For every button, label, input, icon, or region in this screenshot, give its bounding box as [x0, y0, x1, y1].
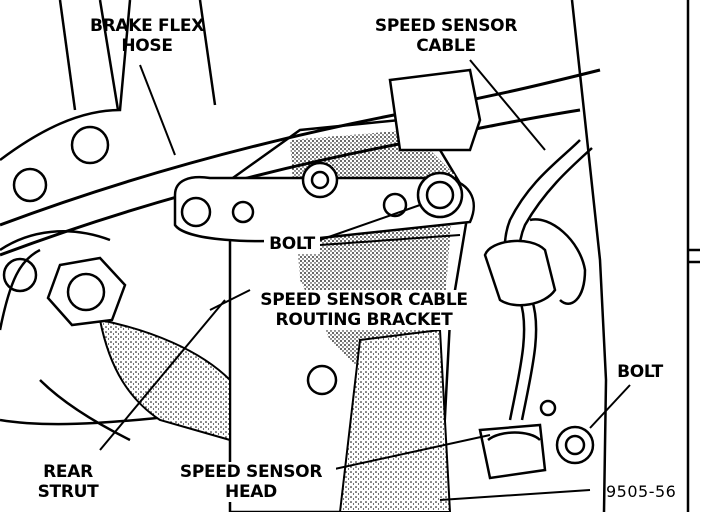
brake-flex-hose-label: BRAKE FLEX HOSE	[89, 16, 205, 56]
rear-strut-label: REAR STRUT	[20, 462, 116, 502]
routing-bracket-label: SPEED SENSOR CABLE ROUTING BRACKET	[254, 290, 474, 330]
leader-lines	[99, 59, 631, 501]
housing-edge	[570, 0, 700, 513]
figure-id: 9505-56	[606, 482, 677, 501]
bolt-right-label: BOLT	[617, 362, 663, 382]
brake-flex-hose	[0, 68, 601, 257]
bolts	[46, 161, 595, 465]
routing-bracket	[173, 176, 475, 243]
speed-sensor-cable	[388, 68, 593, 480]
hub-assembly	[0, 0, 231, 442]
speed-sensor-head-label: SPEED SENSOR HEAD	[166, 462, 336, 502]
speed-sensor-cable-label: SPEED SENSOR CABLE	[374, 16, 518, 56]
bolt-upper-label: BOLT	[264, 234, 320, 254]
